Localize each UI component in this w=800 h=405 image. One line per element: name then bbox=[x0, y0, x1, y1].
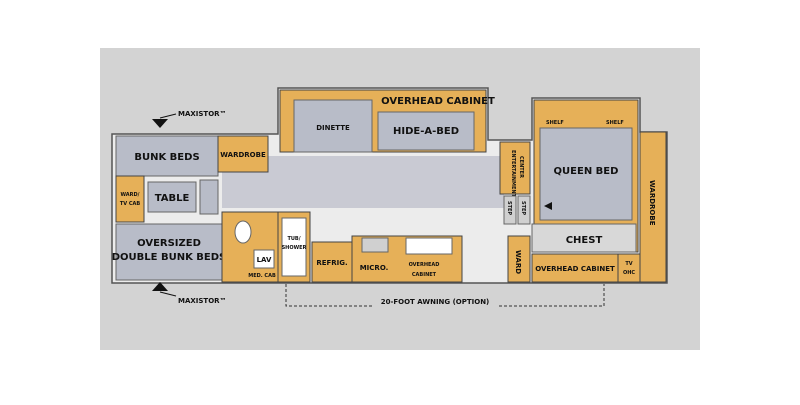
step-right-label: STEP bbox=[520, 201, 526, 215]
hide-a-bed-label: HIDE-A-BED bbox=[393, 126, 459, 137]
ward-bottom bbox=[507, 235, 531, 283]
hide-a-bed bbox=[377, 111, 475, 151]
micro-label: MICRO. bbox=[360, 264, 389, 272]
wardrobe-right-label: WARDROBE bbox=[648, 180, 656, 226]
tv-ohc-label-1: TV bbox=[625, 261, 632, 267]
shelf-right-label: SHELF bbox=[606, 120, 624, 126]
lav-sink bbox=[253, 249, 275, 269]
overhead-cabinet-bottom-label: OVERHEAD CABINET bbox=[535, 265, 615, 273]
dinette-label: DINETTE bbox=[316, 124, 350, 132]
refrig-label: REFRIG. bbox=[316, 259, 347, 267]
entertainment-label-2: CENTER bbox=[518, 156, 524, 178]
center-aisle bbox=[222, 156, 504, 208]
entertainment-label-1: ENTERTAINMENT bbox=[510, 150, 516, 198]
wardrobe-right bbox=[639, 131, 667, 283]
ward-tv-cab bbox=[115, 175, 145, 223]
oversized-label-2: DOUBLE BUNK BEDS bbox=[112, 252, 227, 263]
ward-tv-cab-label-1: WARD/ bbox=[121, 192, 140, 198]
awning-label-bg bbox=[372, 294, 498, 308]
maxistor-bottom-line bbox=[159, 291, 177, 297]
tv-ohc-label-2: OHC bbox=[623, 270, 635, 276]
overhead-cabinet-top-label: OVERHEAD CABINET bbox=[381, 96, 495, 107]
step-left bbox=[503, 195, 517, 225]
bunk-beds-label: BUNK BEDS bbox=[134, 152, 199, 163]
lav-label: LAV bbox=[257, 256, 272, 264]
maxistor-bottom-arrow bbox=[152, 282, 168, 291]
ward-tv-cab-label-2: TV CAB bbox=[120, 201, 141, 207]
entertainment-center bbox=[499, 141, 531, 195]
chest bbox=[531, 223, 637, 253]
maxistor-top-label: MAXISTOR™ bbox=[178, 110, 227, 118]
tub-shower bbox=[281, 217, 307, 277]
tub-shower-label-2: SHOWER bbox=[282, 245, 307, 251]
bath-area bbox=[221, 211, 279, 283]
med-cab-label: MED. CAB bbox=[248, 273, 276, 279]
ward-bottom-label: WARD bbox=[514, 250, 522, 274]
dinette bbox=[293, 99, 373, 153]
shelf-left-label: SHELF bbox=[546, 120, 564, 126]
awning-label: 20-FOOT AWNING (OPTION) bbox=[381, 298, 490, 306]
bunk-beds bbox=[115, 135, 219, 177]
stove bbox=[361, 237, 389, 253]
table-label: TABLE bbox=[155, 193, 190, 204]
step-left-label: STEP bbox=[506, 201, 512, 215]
table-bench bbox=[199, 179, 219, 215]
kitchen-sink bbox=[405, 237, 453, 255]
tub-shower-label-1: TUB/ bbox=[287, 236, 300, 242]
toilet bbox=[234, 220, 252, 244]
queen-bed-label: QUEEN BED bbox=[554, 166, 619, 177]
wardrobe-left-label: WARDROBE bbox=[220, 151, 266, 159]
oh-cab-kitchen-label-2: CABINET bbox=[412, 272, 437, 278]
oversized-label-1: OVERSIZED bbox=[137, 238, 201, 249]
queen-bed bbox=[539, 127, 633, 221]
oversized-bunk-beds bbox=[115, 223, 223, 281]
maxistor-top-arrow bbox=[152, 119, 168, 128]
table bbox=[147, 181, 197, 213]
bed-indicator-icon bbox=[544, 202, 552, 210]
wardrobe-left bbox=[217, 135, 269, 173]
step-right bbox=[517, 195, 531, 225]
maxistor-top-line bbox=[159, 113, 177, 119]
oh-cab-kitchen-label-1: OVERHEAD bbox=[409, 262, 440, 268]
tv-ohc bbox=[617, 253, 641, 283]
maxistor-bottom-label: MAXISTOR™ bbox=[178, 297, 227, 305]
chest-label: CHEST bbox=[566, 235, 603, 246]
